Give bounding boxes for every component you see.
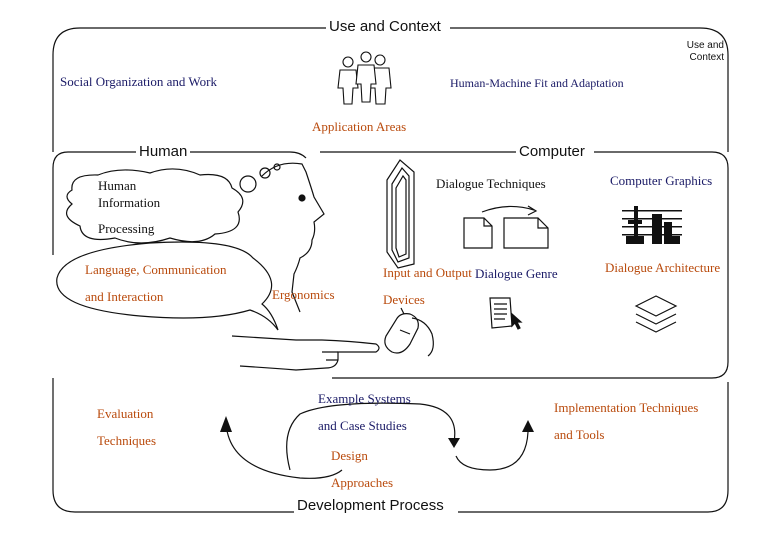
monitor-icon [386, 159, 415, 269]
computer-frame [320, 151, 729, 379]
people-icon [337, 51, 392, 105]
layers-icon [634, 295, 678, 333]
example-systems-label-line2: and Case Studies [318, 418, 407, 433]
evaluation-label-line1: Evaluation [97, 406, 154, 421]
human-frame [52, 151, 307, 255]
input-output-label-line1: Input and Output [383, 265, 472, 280]
evaluation-label-line2: Techniques [97, 433, 157, 448]
language-label-line1: Language, Communication [85, 262, 227, 277]
example-systems-label-line1: Example Systems [318, 391, 411, 406]
language-label-line2: and Interaction [85, 289, 164, 304]
computer-graphics-label: Computer Graphics [610, 173, 713, 188]
graphics-bars-icon [622, 206, 682, 244]
dev-cycle-loop-top [286, 402, 456, 471]
social-organization-label: Social Organization and Work [60, 74, 217, 89]
input-output-label-line2: Devices [383, 292, 425, 307]
use-context-title: Use and Context [326, 19, 444, 35]
dialogue-genre-label: Dialogue Genre [475, 266, 558, 281]
dev-cycle-arrow-right [455, 431, 529, 471]
mouse-icon [384, 307, 434, 357]
pointing-hand-icon [231, 335, 380, 371]
corner-note-line1: Use and [686, 40, 724, 51]
dev-cycle-arrow-left [225, 421, 343, 479]
form-icon [489, 297, 513, 329]
dialogue-techniques-label: Dialogue Techniques [436, 176, 546, 191]
documents-icon [463, 205, 549, 249]
corner-note-line2: Context [689, 52, 724, 63]
hip-thought-cloud [65, 168, 244, 244]
design-approaches-label-line1: Design [331, 448, 368, 463]
application-areas-label: Application Areas [312, 119, 407, 134]
language-speech-bubble [56, 241, 279, 331]
ergonomics-label: Ergonomics [272, 287, 335, 302]
development-frame [52, 378, 729, 513]
human-machine-fit-label: Human-Machine Fit and Adaptation [450, 76, 624, 90]
computer-section-title: Computer [516, 144, 588, 160]
hip-label-line3: Processing [98, 221, 155, 236]
implementation-label-line1: Implementation Techniques [554, 400, 699, 415]
design-approaches-label-line2: Approaches [331, 475, 394, 490]
head-profile-icon [261, 162, 325, 313]
corner-note: Use and Context [664, 40, 724, 64]
development-process-title: Development Process [294, 498, 447, 514]
human-section-title: Human [136, 144, 191, 160]
dialogue-architecture-label: Dialogue Architecture [605, 260, 721, 275]
use-context-frame [52, 27, 729, 152]
implementation-label-line2: and Tools [554, 427, 605, 442]
hip-label-line2: Information [98, 195, 161, 210]
hip-label-line1: Human [98, 178, 137, 193]
